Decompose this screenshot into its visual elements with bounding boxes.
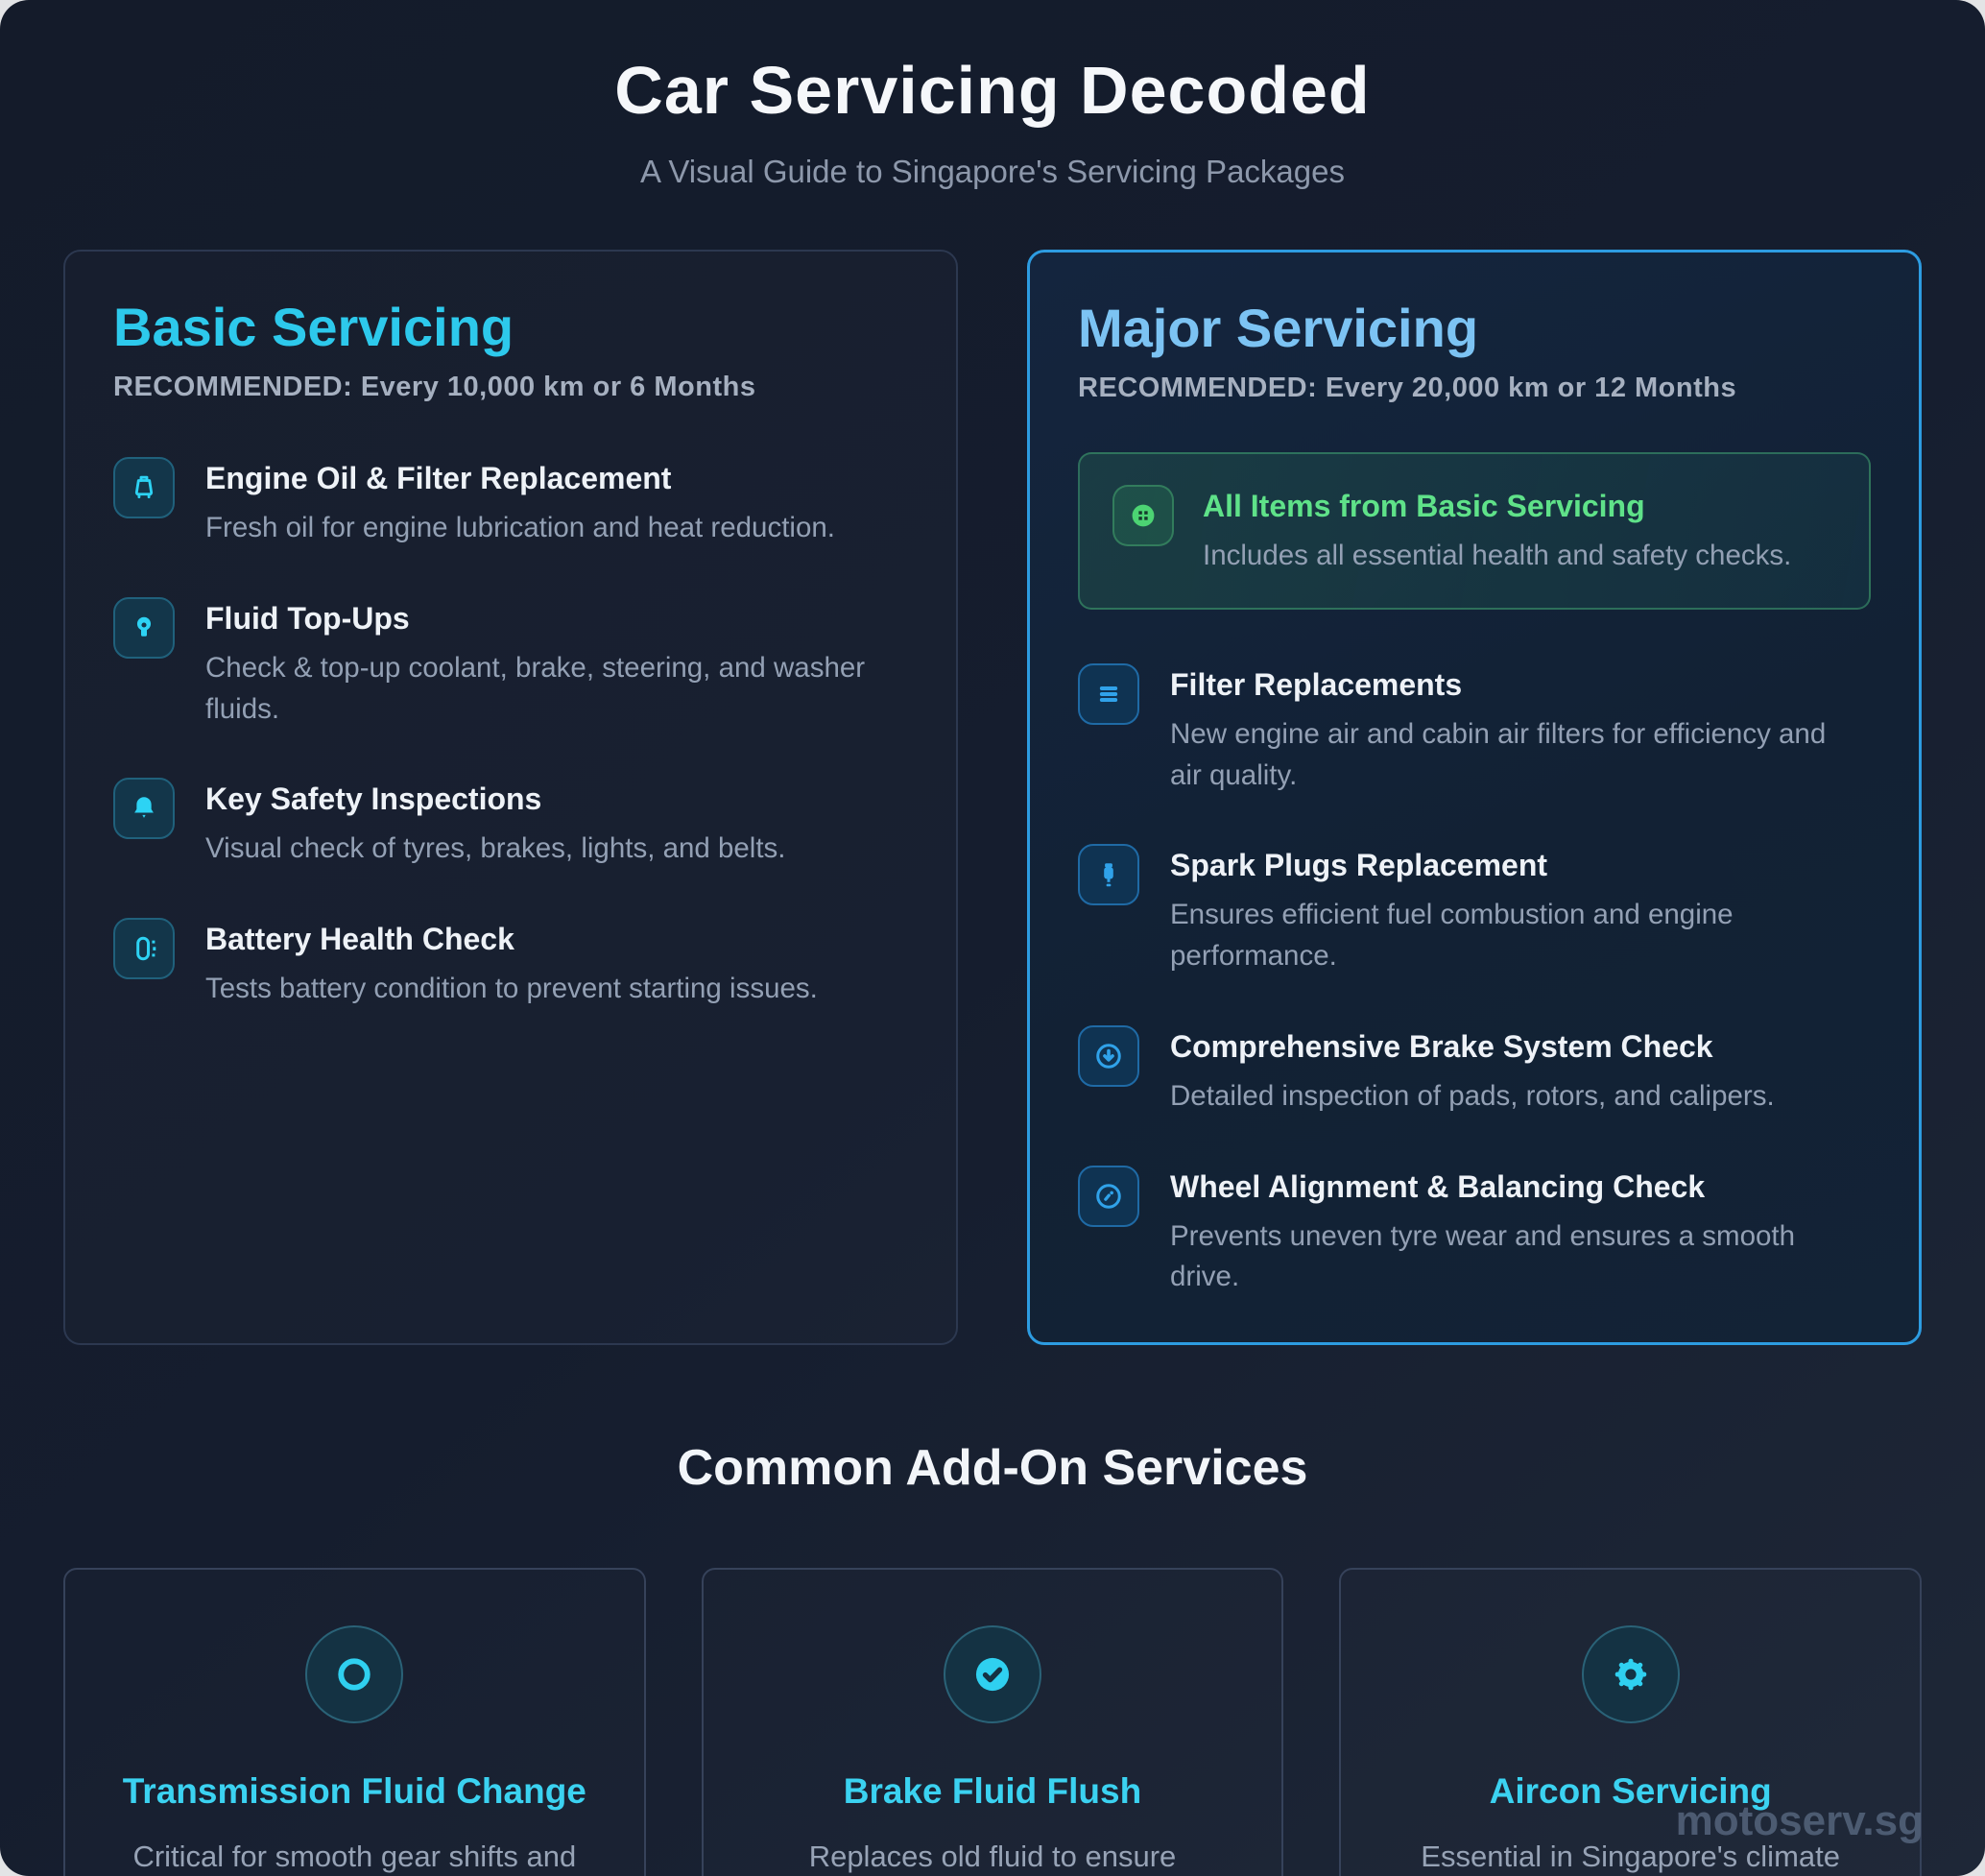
basic-servicing-card: Basic Servicing RECOMMENDED: Every 10,00… bbox=[63, 250, 958, 1346]
major-recommended-interval: RECOMMENDED: Every 20,000 km or 12 Month… bbox=[1078, 373, 1737, 403]
basic-recommended-interval: RECOMMENDED: Every 10,000 km or 6 Months bbox=[113, 372, 756, 402]
addon-title: Brake Fluid Flush bbox=[843, 1771, 1142, 1812]
header: Car Servicing Decoded A Visual Guide to … bbox=[0, 0, 1985, 190]
gear-icon bbox=[1581, 1625, 1680, 1724]
basic-card-title: Basic Servicing bbox=[113, 297, 514, 357]
bell-icon bbox=[113, 778, 175, 840]
addon-card-aircon-servicing: Aircon Servicing Essential in Singapore'… bbox=[1339, 1568, 1922, 1876]
item-desc: Ensures efficient fuel combustion and en… bbox=[1170, 899, 1734, 973]
droplet-icon bbox=[113, 596, 175, 659]
item-title: Engine Oil & Filter Replacement bbox=[205, 461, 672, 495]
package-cards-row: Basic Servicing RECOMMENDED: Every 10,00… bbox=[0, 250, 1985, 1346]
ring-icon bbox=[305, 1625, 404, 1724]
highlight-desc: Includes all essential health and safety… bbox=[1203, 540, 1792, 571]
item-title: Wheel Alignment & Balancing Check bbox=[1170, 1168, 1706, 1204]
item-desc: Check & top-up coolant, brake, steering,… bbox=[205, 651, 866, 725]
addon-desc: Essential in Singapore's climate for coo… bbox=[1421, 1840, 1840, 1874]
item-desc: Tests battery condition to prevent start… bbox=[205, 973, 818, 1005]
addon-card-brake-fluid-flush: Brake Fluid Flush Replaces old fluid to … bbox=[701, 1568, 1284, 1876]
grid-circle-icon bbox=[1112, 485, 1174, 546]
addon-title: Aircon Servicing bbox=[1489, 1771, 1772, 1812]
service-item-fluid-topups: Fluid Top-Ups Check & top-up coolant, br… bbox=[113, 596, 908, 731]
basic-items-list: Engine Oil & Filter Replacement Fresh oi… bbox=[113, 457, 908, 1010]
page-subtitle: A Visual Guide to Singapore's Servicing … bbox=[640, 154, 1345, 189]
service-item-engine-oil: Engine Oil & Filter Replacement Fresh oi… bbox=[113, 457, 908, 549]
addon-desc: Critical for smooth gear shifts and tran… bbox=[132, 1840, 577, 1874]
major-card-title: Major Servicing bbox=[1078, 298, 1479, 358]
addon-card-transmission-fluid: Transmission Fluid Change Critical for s… bbox=[63, 1568, 646, 1876]
service-item-safety-inspections: Key Safety Inspections Visual check of t… bbox=[113, 778, 908, 870]
service-item-spark-plugs: Spark Plugs Replacement Ensures efficien… bbox=[1078, 844, 1871, 977]
item-title: Key Safety Inspections bbox=[205, 782, 542, 817]
major-servicing-card: Major Servicing RECOMMENDED: Every 20,00… bbox=[1027, 250, 1922, 1346]
addon-title: Transmission Fluid Change bbox=[122, 1771, 586, 1812]
item-title: Battery Health Check bbox=[205, 922, 514, 957]
watermark: motoserv.sg bbox=[1675, 1797, 1924, 1844]
item-desc: Detailed inspection of pads, rotors, and… bbox=[1170, 1079, 1775, 1112]
oil-can-icon bbox=[113, 457, 175, 518]
item-title: Fluid Top-Ups bbox=[205, 600, 410, 636]
item-title: Spark Plugs Replacement bbox=[1170, 848, 1548, 883]
item-desc: Visual check of tyres, brakes, lights, a… bbox=[205, 832, 786, 865]
item-desc: Prevents uneven tyre wear and ensures a … bbox=[1170, 1219, 1796, 1293]
filter-lines-icon bbox=[1078, 662, 1139, 725]
major-items-list: Filter Replacements New engine air and c… bbox=[1078, 662, 1871, 1299]
item-desc: Fresh oil for engine lubrication and hea… bbox=[205, 512, 835, 543]
service-item-wheel-alignment: Wheel Alignment & Balancing Check Preven… bbox=[1078, 1165, 1871, 1299]
addons-section-title: Common Add-On Services bbox=[677, 1440, 1308, 1497]
item-title: Filter Replacements bbox=[1170, 666, 1463, 702]
addon-cards-row: Transmission Fluid Change Critical for s… bbox=[0, 1568, 1985, 1876]
item-title: Comprehensive Brake System Check bbox=[1170, 1028, 1713, 1064]
addon-desc: Replaces old fluid to ensure maximum sto… bbox=[808, 1840, 1177, 1874]
page-title: Car Servicing Decoded bbox=[614, 53, 1371, 128]
service-item-battery-check: Battery Health Check Tests battery condi… bbox=[113, 918, 908, 1010]
spark-plug-icon bbox=[1078, 844, 1139, 906]
highlight-title: All Items from Basic Servicing bbox=[1203, 489, 1645, 523]
battery-icon bbox=[113, 918, 175, 980]
all-basic-items-highlight: All Items from Basic Servicing Includes … bbox=[1078, 452, 1871, 610]
item-desc: New engine air and cabin air filters for… bbox=[1170, 717, 1827, 791]
arrow-down-circle-icon bbox=[1078, 1024, 1139, 1087]
gauge-icon bbox=[1078, 1165, 1139, 1227]
service-item-brake-check: Comprehensive Brake System Check Detaile… bbox=[1078, 1024, 1871, 1118]
service-item-filter-replacements: Filter Replacements New engine air and c… bbox=[1078, 662, 1871, 797]
check-circle-icon bbox=[943, 1625, 1041, 1724]
